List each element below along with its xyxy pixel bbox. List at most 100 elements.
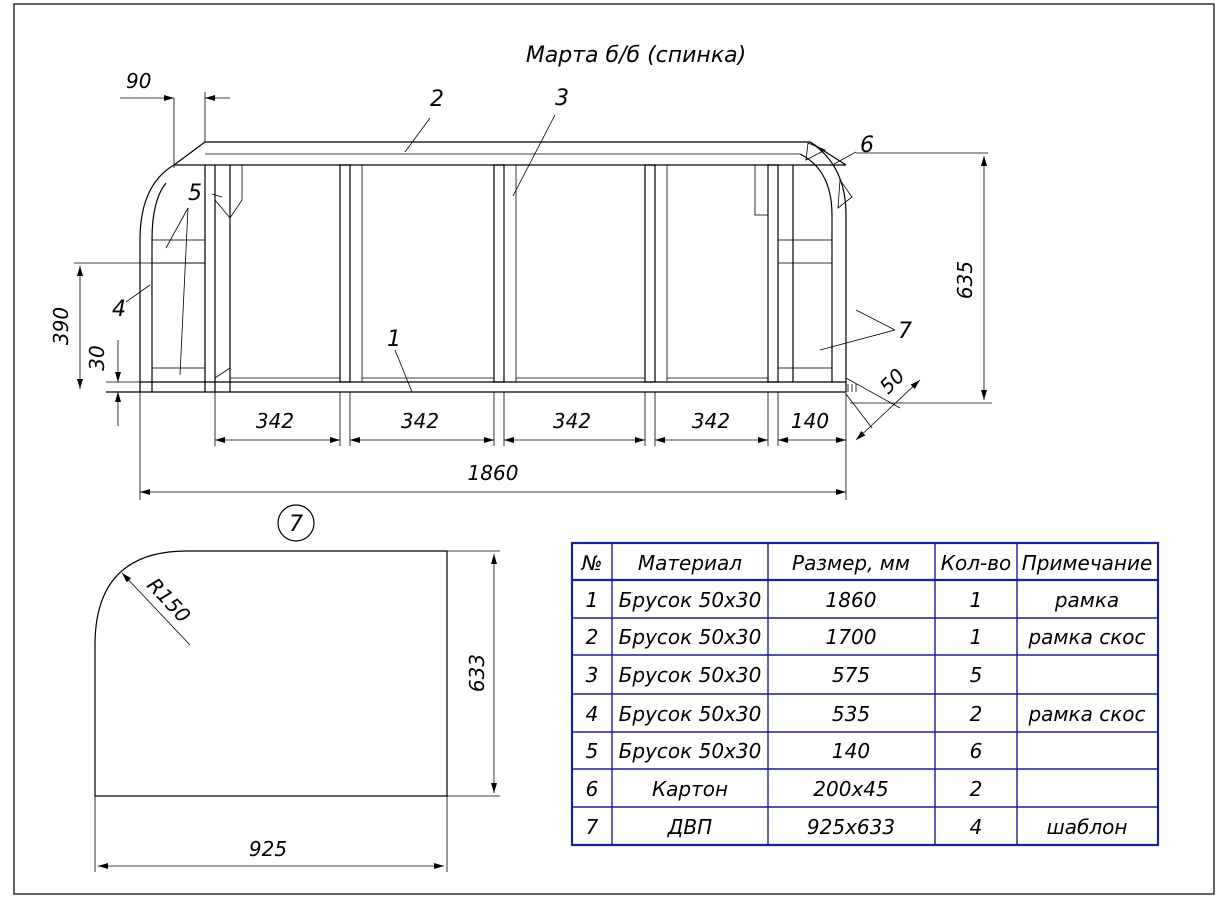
block-5-top-right — [754, 164, 769, 216]
table-row: 1 Брусок 50х30 1860 1 рамка — [586, 588, 1120, 612]
drawing-title: Марта б/б (спинка) — [526, 43, 746, 68]
cell-size: 1700 — [826, 625, 877, 649]
cell-size: 140 — [832, 739, 870, 763]
detail-marker-circle — [277, 504, 315, 542]
cell-number: 1 — [586, 588, 599, 612]
cell-note: шаблон — [1047, 815, 1128, 839]
leader-4 — [125, 284, 151, 303]
part-label-2: 2 — [430, 87, 444, 112]
leader-5a — [211, 193, 223, 198]
dim-50 — [855, 379, 921, 441]
dimensions: 90 635 390 30 50 342 342 — [49, 69, 992, 500]
cell-size: 535 — [832, 702, 870, 726]
cell-size: 200х45 — [813, 777, 888, 801]
part-label-6: 6 — [860, 133, 874, 158]
dim-bay-3-text: 342 — [553, 409, 591, 433]
cell-note: рамка скос — [1027, 702, 1145, 726]
th-number: № — [581, 551, 603, 575]
cell-number: 5 — [586, 739, 599, 763]
cell-material: Брусок 50х30 — [619, 739, 762, 763]
dim-635-text: 635 — [953, 261, 977, 299]
leader-6 — [833, 151, 857, 165]
leader-2 — [404, 117, 431, 153]
cell-qty: 2 — [970, 777, 983, 801]
cell-material: Брусок 50х30 — [619, 625, 762, 649]
cell-number: 7 — [586, 815, 599, 839]
th-qty: Кол-во — [941, 551, 1011, 575]
th-note: Примечание — [1022, 551, 1153, 575]
leader-1 — [394, 349, 413, 393]
th-size: Размер, мм — [792, 551, 910, 575]
dim-bay-5-text: 140 — [791, 409, 829, 433]
table-row: 2 Брусок 50х30 1700 1 рамка скос — [586, 625, 1146, 649]
dim-925-text: 925 — [249, 837, 287, 861]
cell-note: рамка скос — [1027, 625, 1145, 649]
dim-30-text: 30 — [85, 345, 109, 370]
cell-size: 1860 — [826, 588, 877, 612]
right-post-inner — [799, 153, 833, 382]
dim-bay-2-text: 342 — [401, 409, 439, 433]
leader-7a — [855, 309, 896, 331]
right-post-outer — [809, 141, 847, 392]
stud-3-c — [644, 164, 656, 383]
leader-5b1 — [165, 207, 189, 249]
stud-3-b — [493, 164, 505, 383]
cell-number: 2 — [586, 625, 599, 649]
table-row: 3 Брусок 50х30 575 5 — [586, 663, 983, 687]
dim-bay-1-text: 342 — [256, 409, 294, 433]
cell-number: 6 — [586, 777, 599, 801]
dim-633-text: 633 — [465, 654, 489, 692]
left-post-inner — [151, 182, 167, 392]
stud-3-a — [339, 164, 351, 383]
cell-size: 575 — [832, 663, 870, 687]
cell-number: 3 — [586, 663, 599, 687]
table-row: 7 ДВП 925х633 4 шаблон — [586, 815, 1128, 839]
cell-qty: 1 — [970, 625, 983, 649]
sheet-border — [13, 3, 1215, 895]
block-5-left-lower — [151, 367, 206, 383]
cell-size: 925х633 — [807, 815, 895, 839]
specification-table: № Материал Размер, мм Кол-во Примечание … — [570, 541, 1160, 847]
cell-qty: 4 — [970, 815, 983, 839]
cell-material: ДВП — [667, 815, 712, 839]
leader-7b — [819, 329, 896, 351]
th-material: Материал — [638, 551, 742, 575]
detail-7-view: 7 R150 633 925 — [94, 504, 500, 872]
block-5-top-left — [214, 165, 243, 219]
cell-material: Брусок 50х30 — [619, 663, 762, 687]
part-label-3: 3 — [555, 86, 569, 111]
dim-90-text: 90 — [126, 69, 151, 93]
cell-qty: 5 — [970, 663, 983, 687]
part-label-7: 7 — [898, 319, 912, 344]
block-5-right-upper — [777, 239, 833, 264]
table-row: 5 Брусок 50х30 140 6 — [586, 739, 983, 763]
corner-l1 — [214, 367, 231, 379]
dim-390-text: 390 — [49, 307, 73, 345]
ext-50-a — [845, 393, 873, 429]
dim-r150-text: R150 — [142, 573, 195, 627]
cell-material: Брусок 50х30 — [619, 588, 762, 612]
block-5-right-lower — [777, 367, 833, 383]
leader-3 — [512, 114, 556, 197]
part-label-4: 4 — [112, 297, 126, 322]
cell-material: Картон — [652, 777, 728, 801]
part-leaders: 2 3 4 5 5 1 6 7 — [112, 86, 988, 393]
cell-qty: 1 — [970, 588, 983, 612]
detail-marker-text: 7 — [289, 512, 303, 537]
stud-right-a — [767, 164, 779, 383]
cell-number: 4 — [586, 702, 599, 726]
top-rail-outer — [173, 141, 847, 166]
cardboard-6-b — [837, 178, 853, 209]
left-post-outer — [139, 164, 175, 392]
part-label-5a: 5 — [188, 181, 202, 206]
table-row: 4 Брусок 50х30 535 2 рамка скос — [586, 702, 1146, 726]
block-5-left-upper — [151, 239, 206, 264]
dim-overall-text: 1860 — [468, 461, 519, 485]
leader-5b2 — [179, 207, 189, 376]
cardboard-6-a — [805, 142, 826, 161]
cell-material: Брусок 50х30 — [619, 702, 762, 726]
dim-50-text: 50 — [875, 364, 910, 399]
table-row: 6 Картон 200х45 2 — [586, 777, 983, 801]
dim-r150 — [121, 572, 191, 646]
